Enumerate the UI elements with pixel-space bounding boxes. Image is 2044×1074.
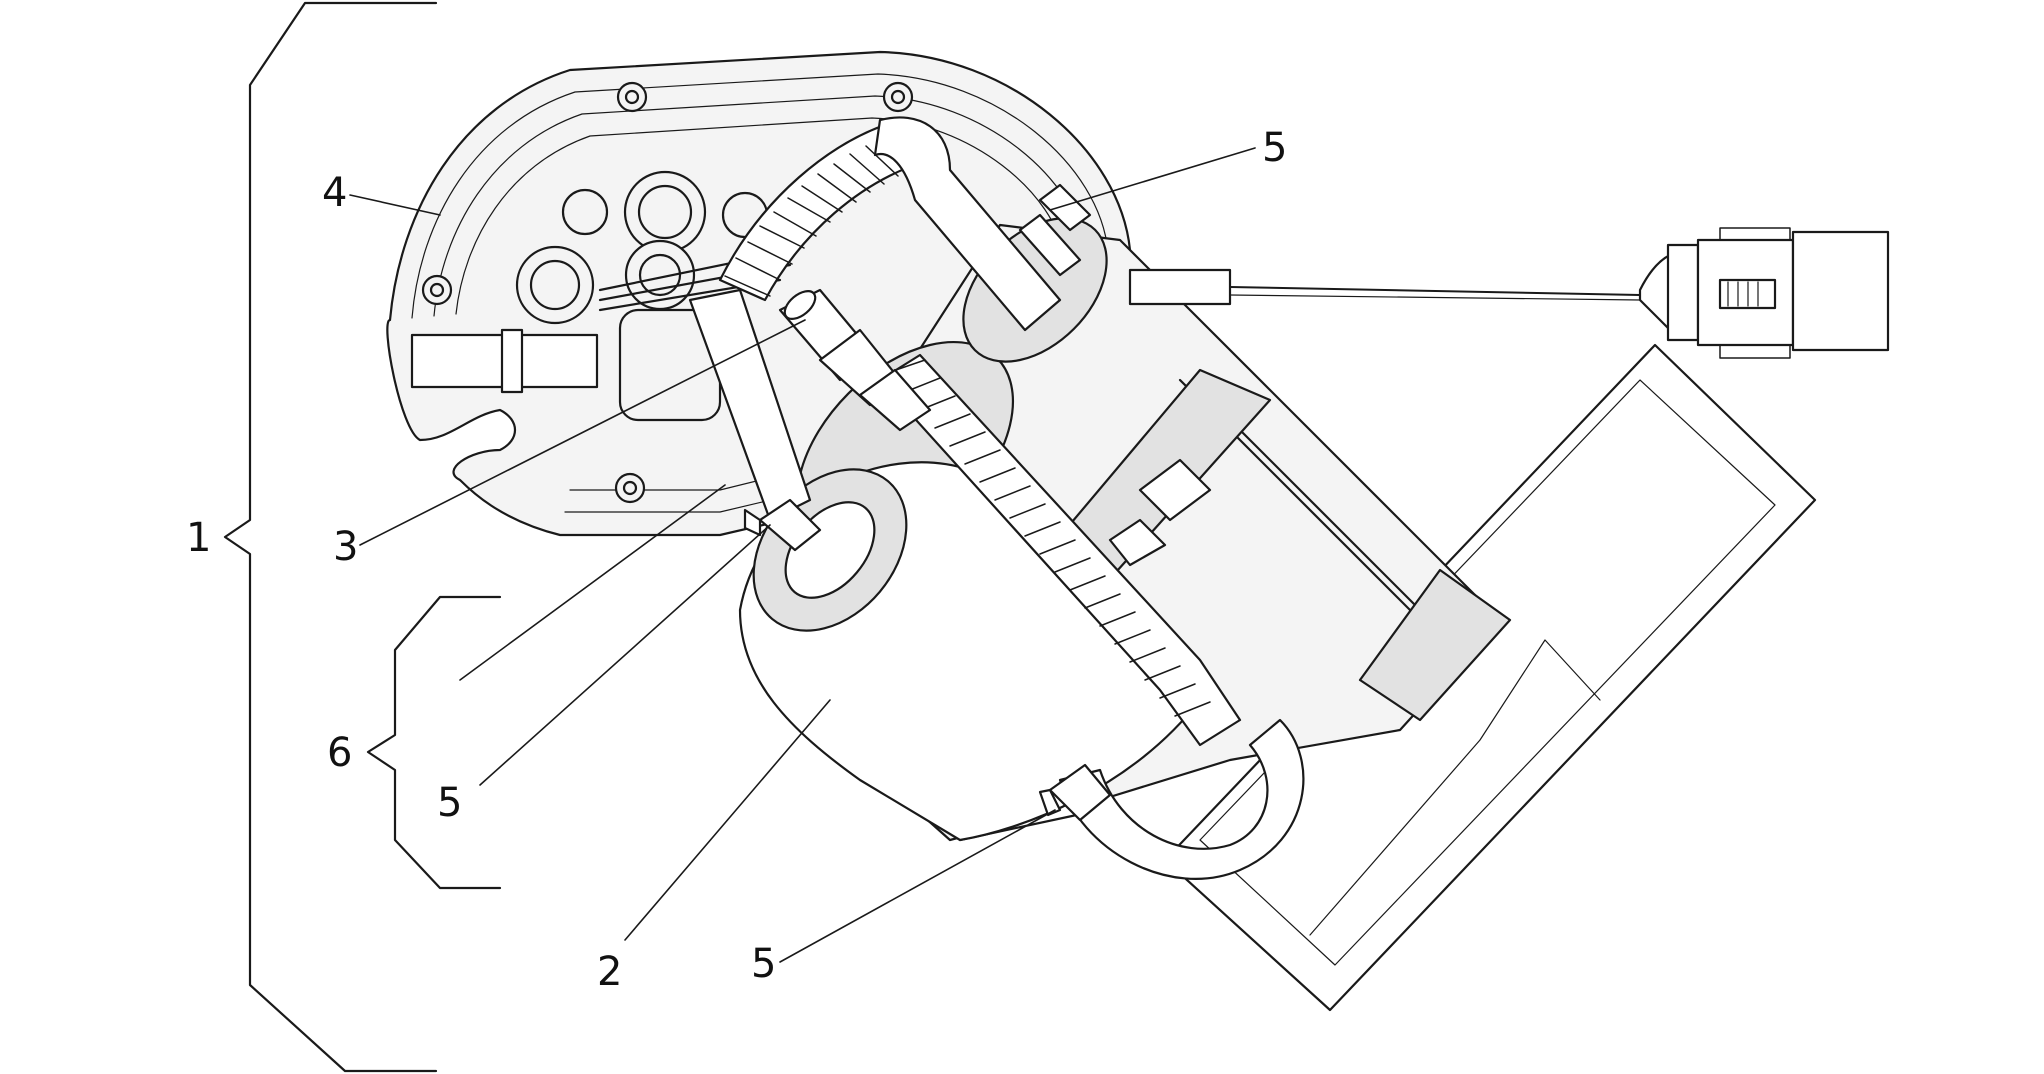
leader-4 [349,194,441,216]
hose-clamp [1038,763,1112,822]
hose-clamp [1018,183,1092,277]
leader-5-bottom [779,809,1056,963]
callout-4: 4 [322,170,348,216]
smooth-hose [688,116,1305,880]
leader-6 [459,484,726,681]
hose-clamp [743,498,822,552]
hose-bracket [366,595,502,890]
assembly-bracket [223,1,438,1073]
callout-6: 6 [327,730,353,776]
leader-5-top [1049,147,1256,211]
pump-canister [738,461,1202,842]
leader-lines [349,147,1256,963]
leader-2 [624,699,831,941]
leader-5-mid [479,524,771,786]
corrugated-hose-long [878,353,1242,747]
callout-5-mid: 5 [437,780,463,826]
callout-1: 1 [186,515,212,561]
electrical-connector [1128,227,1890,359]
hose-clamp [1108,458,1212,567]
callout-3: 3 [333,524,359,570]
outlet-pipe [410,328,599,394]
pressure-regulator [778,288,932,432]
leader-3 [359,319,806,546]
callout-2: 2 [597,949,623,995]
pump-band [1358,568,1512,722]
callout-5-top: 5 [1262,125,1288,171]
callout-5-bottom: 5 [751,941,777,987]
